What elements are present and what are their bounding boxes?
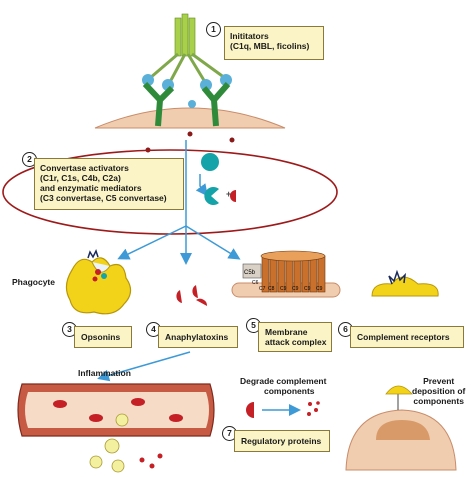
step-5-line-1: Membrane bbox=[265, 327, 308, 337]
degrade-line-2: components bbox=[264, 386, 315, 396]
mac-label-c8: C8 bbox=[268, 286, 275, 292]
step-2-line-2: (C1r, C1s, C4b, C2a) bbox=[40, 173, 121, 183]
degrade-line-1: Degrade complement bbox=[240, 376, 327, 386]
membrane-attack-complex-icon: C5b C6 C7 C8 C9 C9 C9 C9 bbox=[231, 250, 341, 298]
step-2-box: Convertase activators (C1r, C1s, C4b, C2… bbox=[34, 158, 184, 210]
blood-vessel-icon bbox=[17, 383, 215, 473]
complement-fragments-dots bbox=[145, 131, 235, 153]
initiator-complex-icon bbox=[142, 13, 232, 127]
prevent-label: Prevent deposition of components bbox=[412, 376, 465, 406]
step-7-title: Regulatory proteins bbox=[241, 436, 322, 446]
mac-label-c7: C7 bbox=[259, 286, 266, 292]
step-2-line-1: Convertase activators bbox=[40, 163, 129, 173]
phagocyte-icon bbox=[65, 249, 132, 315]
mac-label-c5b: C5b bbox=[244, 270, 256, 276]
prevent-line-3: components bbox=[413, 396, 464, 406]
step-6-title: Complement receptors bbox=[357, 332, 450, 342]
step-4-title: Anaphylatoxins bbox=[165, 332, 229, 342]
degraded-fragments-icon bbox=[246, 401, 320, 418]
prevent-line-1: Prevent bbox=[423, 376, 455, 386]
c3-cleavage-icon bbox=[195, 153, 236, 205]
step-5-box: Membrane attack complex bbox=[258, 322, 332, 352]
step-2-line-3: and enzymatic mediators bbox=[40, 183, 142, 193]
protected-cell-icon bbox=[345, 385, 457, 471]
step-5-line-2: attack complex bbox=[265, 337, 327, 347]
plus-sign: + bbox=[226, 189, 232, 199]
step-3-box: Opsonins bbox=[74, 326, 132, 348]
step-5-number: 5 bbox=[246, 318, 261, 333]
cascade-arrows bbox=[97, 225, 301, 416]
step-1-box: Inititators (C1q, MBL, ficolins) bbox=[224, 26, 324, 60]
step-3-title: Opsonins bbox=[81, 332, 121, 342]
inflammation-label: Inflammation bbox=[78, 368, 131, 378]
phagocyte-label: Phagocyte bbox=[12, 277, 55, 287]
step-7-box: Regulatory proteins bbox=[234, 430, 330, 452]
step-6-box: Complement receptors bbox=[350, 326, 464, 348]
mac-label-c9-a: C9 bbox=[280, 286, 287, 292]
mac-label-c9-c: C9 bbox=[304, 286, 311, 292]
mac-label-c6: C6 bbox=[252, 280, 259, 286]
cell-surface bbox=[94, 107, 286, 129]
mac-label-c9-d: C9 bbox=[316, 286, 323, 292]
complement-receptor-cell-icon bbox=[371, 269, 439, 297]
mac-label-c9-b: C9 bbox=[292, 286, 299, 292]
step-2-line-4: (C3 convertase, C5 convertase) bbox=[40, 193, 167, 203]
step-1-number: 1 bbox=[206, 22, 221, 37]
prevent-line-2: deposition of bbox=[412, 386, 466, 396]
degrade-label: Degrade complement components bbox=[240, 376, 326, 396]
step-6-number: 6 bbox=[338, 322, 353, 337]
step-1-detail: (C1q, MBL, ficolins) bbox=[230, 41, 310, 51]
anaphylatoxin-fragments-icon bbox=[176, 285, 208, 306]
step-1-title: Inititators bbox=[230, 31, 269, 41]
step-4-box: Anaphylatoxins bbox=[158, 326, 238, 348]
